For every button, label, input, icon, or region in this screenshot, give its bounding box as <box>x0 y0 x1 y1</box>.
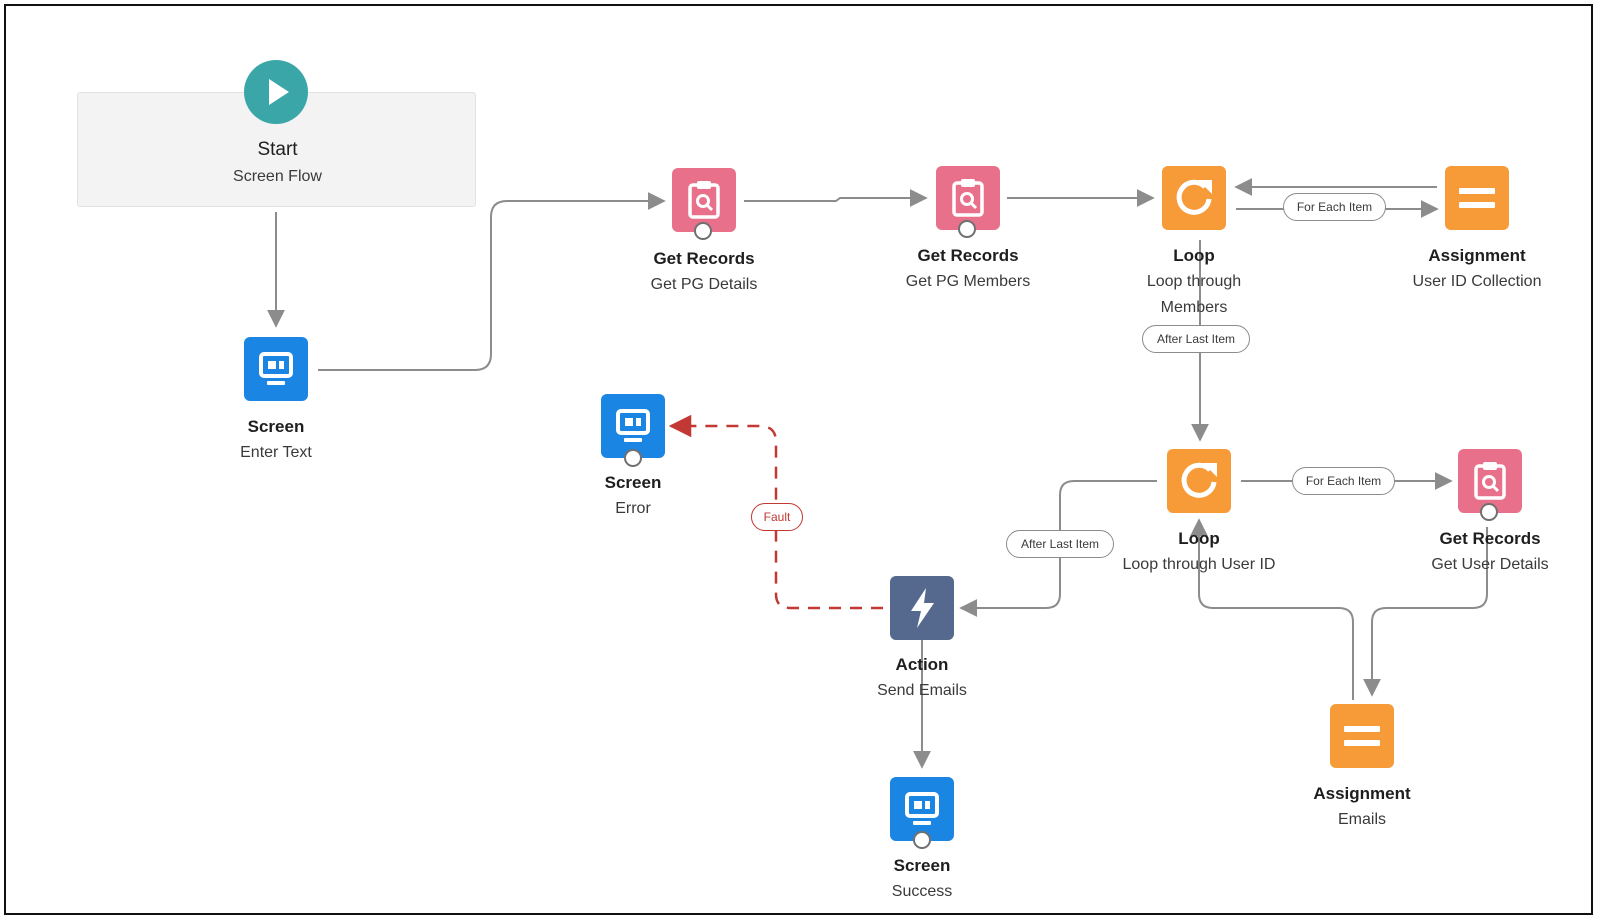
after-last-item-label[interactable]: After Last Item <box>1006 530 1114 558</box>
clipboard-search-icon <box>1474 462 1506 500</box>
node-title: Get Records <box>917 246 1019 265</box>
screen-error-connector[interactable] <box>624 449 642 467</box>
edge-screen-to-getpgdetails[interactable] <box>318 192 666 371</box>
edge-getpgdetails-to-getpgmembers[interactable] <box>744 189 928 207</box>
assignment-emails-node[interactable] <box>1330 704 1394 768</box>
node-title: Get Records <box>1439 529 1541 548</box>
node-subtitle: Emails <box>1337 811 1386 828</box>
node-subtitle: Success <box>891 883 953 900</box>
loop-icon <box>1176 179 1212 215</box>
start-title: Start <box>257 139 298 160</box>
start-subtitle: Screen Flow <box>233 168 322 185</box>
node-title: Action <box>895 655 949 674</box>
screen-icon <box>259 352 293 385</box>
node-subtitle: Enter Text <box>240 444 312 461</box>
equals-icon <box>1459 188 1495 208</box>
edge-getuserdetails-to-assignment-emails[interactable] <box>1363 527 1488 697</box>
node-subtitle: Error <box>615 500 651 517</box>
node-title: Screen <box>247 417 305 436</box>
action-send-emails-label: Action Send Emails <box>812 652 1032 704</box>
assignment-user-id-node[interactable] <box>1445 166 1509 230</box>
node-title: Screen <box>893 856 951 875</box>
edge-assignment-emails-back-to-loop2[interactable] <box>1190 518 1354 700</box>
node-subtitle: Loop through User ID <box>1122 556 1276 573</box>
screen-icon <box>905 792 939 825</box>
screen-error-label: Screen Error <box>523 470 743 522</box>
node-title: Assignment <box>1313 784 1411 803</box>
equals-icon <box>1344 726 1380 746</box>
node-subtitle: Get PG Members <box>905 273 1031 290</box>
node-subtitle: Get PG Details <box>650 276 758 293</box>
start-label: Start Screen Flow <box>170 136 385 190</box>
screen-error-node[interactable] <box>601 394 665 458</box>
after-last-item-label[interactable]: After Last Item <box>1142 325 1250 353</box>
lightning-icon <box>911 588 934 628</box>
node-subtitle: Send Emails <box>877 682 967 699</box>
get-pg-members-label: Get Records Get PG Members <box>858 243 1078 295</box>
node-title: Assignment <box>1428 246 1526 265</box>
node-subtitle-line2: Members <box>1160 299 1228 316</box>
node-subtitle: Get User Details <box>1431 556 1549 573</box>
node-title: Loop <box>1178 529 1220 548</box>
get-pg-details-label: Get Records Get PG Details <box>594 246 814 298</box>
screen-success-connector[interactable] <box>913 831 931 849</box>
loop-icon <box>1181 462 1217 498</box>
get-pg-members-node[interactable] <box>936 166 1000 230</box>
get-user-details-label: Get Records Get User Details <box>1380 526 1600 578</box>
loop-user-id-label: Loop Loop through User ID <box>1089 526 1309 578</box>
screen-icon <box>616 409 650 442</box>
loop-members-node[interactable] <box>1162 166 1226 230</box>
for-each-item-label[interactable]: For Each Item <box>1292 467 1395 495</box>
fault-label[interactable]: Fault <box>751 503 803 531</box>
assignment-emails-label: Assignment Emails <box>1252 781 1472 833</box>
node-title: Loop <box>1173 246 1215 265</box>
action-send-emails-node[interactable] <box>890 576 954 640</box>
screen-success-node[interactable] <box>890 777 954 841</box>
get-pg-members-fault-connector[interactable] <box>958 220 976 238</box>
node-title: Screen <box>604 473 662 492</box>
get-pg-details-fault-connector[interactable] <box>694 222 712 240</box>
for-each-item-label[interactable]: For Each Item <box>1283 193 1386 221</box>
screen-enter-text-label: Screen Enter Text <box>166 414 386 466</box>
node-subtitle: User ID Collection <box>1412 273 1542 290</box>
start-node[interactable] <box>244 60 308 124</box>
get-user-details-node[interactable] <box>1458 449 1522 513</box>
assignment-user-id-label: Assignment User ID Collection <box>1367 243 1587 295</box>
get-pg-details-node[interactable] <box>672 168 736 232</box>
node-subtitle: Loop through <box>1146 273 1242 290</box>
play-icon <box>269 79 289 105</box>
clipboard-search-icon <box>952 179 984 217</box>
loop-members-label: Loop Loop through Members <box>1084 243 1304 321</box>
loop-user-id-node[interactable] <box>1167 449 1231 513</box>
clipboard-search-icon <box>688 181 720 219</box>
screen-success-label: Screen Success <box>812 853 1032 905</box>
get-user-details-fault-connector[interactable] <box>1480 503 1498 521</box>
node-title: Get Records <box>653 249 755 268</box>
screen-enter-text-node[interactable] <box>244 337 308 401</box>
